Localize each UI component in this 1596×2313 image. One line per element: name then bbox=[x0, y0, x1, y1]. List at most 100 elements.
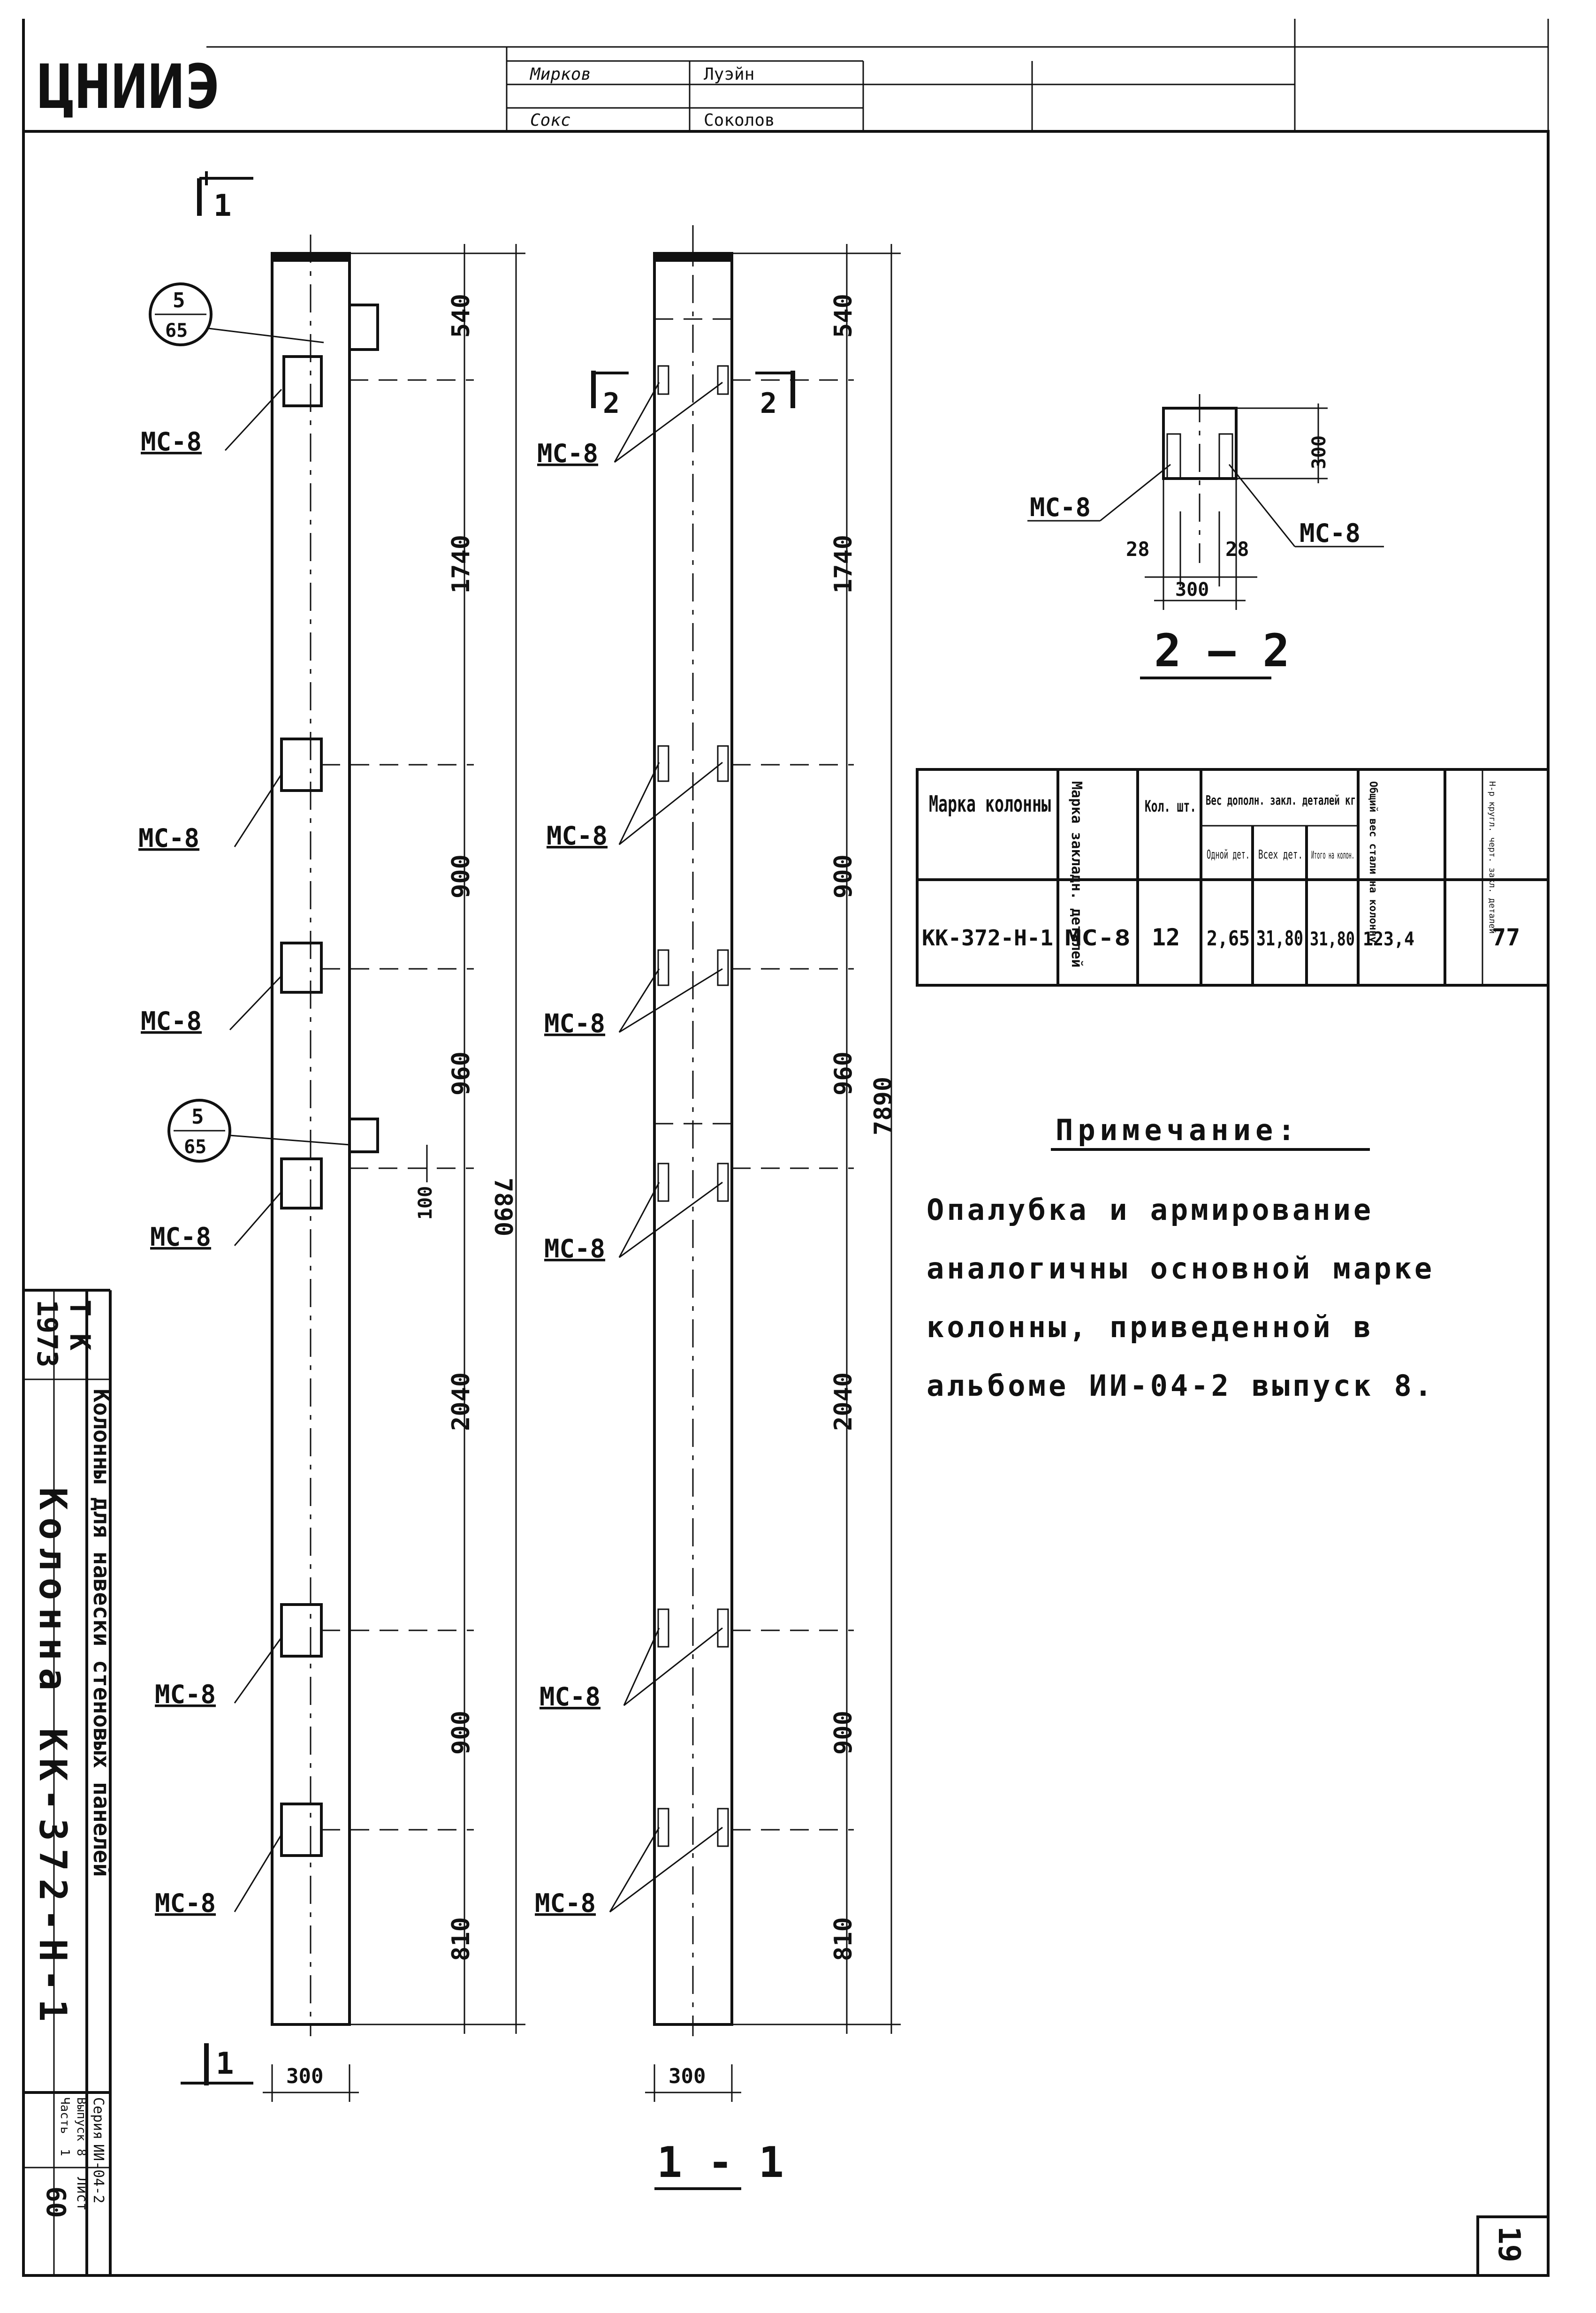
drawing-title: Колонна КК-372-Н-1 bbox=[31, 1487, 75, 2029]
sec-dim-540: 540 bbox=[829, 294, 858, 338]
left-offset-dim: 100 bbox=[415, 1186, 436, 1220]
sec-label-ms8-1: МС-8 bbox=[537, 439, 598, 468]
part-value: 1 bbox=[58, 2149, 72, 2156]
sec-label-ms8-3: МС-8 bbox=[544, 1009, 605, 1038]
left-label-ms8-3: МС-8 bbox=[141, 1006, 202, 1036]
callout-mid-num: 5 bbox=[191, 1105, 204, 1129]
left-dim-900: 900 bbox=[447, 854, 475, 898]
table-h-group: Вес дополн. закл. деталей кг bbox=[1206, 792, 1356, 808]
sec-label-ms8-5: МС-8 bbox=[540, 1682, 600, 1712]
left-label-ms8-4: МС-8 bbox=[150, 1222, 211, 1252]
name-2: Соколов bbox=[704, 111, 775, 130]
table-cell-qty: 12 bbox=[1152, 924, 1180, 951]
sec-label-ms8-4: МС-8 bbox=[544, 1234, 605, 1263]
left-dim-810: 810 bbox=[447, 1917, 475, 1961]
callout-top-den: 65 bbox=[165, 320, 188, 342]
table-h-col4: Одной дет. bbox=[1207, 848, 1250, 862]
callout-top-num: 5 bbox=[173, 289, 185, 312]
s22-left-gap: 28 bbox=[1126, 538, 1150, 561]
table-h-col6: Итого на колон. bbox=[1311, 850, 1354, 861]
left-dim-900b: 900 bbox=[447, 1711, 475, 1755]
sheet-value: 60 bbox=[40, 2186, 71, 2218]
title-strip bbox=[23, 1289, 112, 2275]
left-dim-1740: 1740 bbox=[447, 535, 475, 593]
callout-mid-den: 65 bbox=[184, 1136, 206, 1158]
note-line-4: альбоме ИИ-04-2 выпуск 8. bbox=[927, 1369, 1435, 1403]
s22-label-left: МС-8 bbox=[1030, 493, 1091, 522]
year-label: 1973 bbox=[30, 1300, 63, 1368]
s22-right-gap: 28 bbox=[1225, 538, 1249, 561]
left-total-dim: 7890 bbox=[489, 1178, 517, 1236]
sec-label-ms8-2: МС-8 bbox=[547, 821, 608, 851]
callout-top bbox=[149, 282, 213, 346]
section-mark-bottom bbox=[181, 2043, 253, 2085]
note-line-2: аналогичны основной марке bbox=[927, 1251, 1435, 1286]
section-1-1-column bbox=[591, 225, 901, 2102]
left-dim-540: 540 bbox=[447, 294, 475, 338]
signature-1: Мирков bbox=[529, 65, 591, 84]
table-h-col3: Кол. шт. bbox=[1145, 797, 1196, 816]
s22-width-dim: 300 bbox=[1175, 579, 1209, 601]
table-h-col1: Марка колонны bbox=[929, 791, 1051, 817]
section-2-mark-left: 2 bbox=[603, 387, 620, 420]
org-logo: ЦНИИЭ bbox=[38, 51, 221, 122]
section-2-2-title: 2 — 2 bbox=[1154, 624, 1290, 677]
series-title: Колонны для навески стеновых панелей bbox=[88, 1389, 114, 1877]
section-2-mark-right: 2 bbox=[760, 387, 777, 420]
table-cell-steel: 123,4 bbox=[1363, 928, 1414, 950]
section-2-2-drawing bbox=[1027, 394, 1384, 610]
table-h-col2: Марка закладн. деталей bbox=[1068, 781, 1085, 967]
sec-total-dim: 7890 bbox=[869, 1077, 897, 1135]
part-label: Часть bbox=[58, 2097, 72, 2134]
table-h-col7: Общий вес стали на колонну bbox=[1367, 781, 1379, 943]
note-heading: Примечание: bbox=[1056, 1113, 1300, 1147]
sec-dim-900b: 900 bbox=[829, 1711, 858, 1755]
table-cell-total: 31,80 bbox=[1310, 928, 1355, 950]
sec-dim-2040: 2040 bbox=[829, 1372, 858, 1431]
table-h-col5: Всех дет. bbox=[1258, 848, 1303, 862]
series-value: ИИ-04-2 bbox=[90, 2144, 106, 2203]
page-number-box bbox=[1476, 2215, 1550, 2277]
table-h-col8: Н-р кругл. черт. закл. деталей bbox=[1487, 781, 1497, 934]
tk-label: Т К bbox=[63, 1300, 96, 1350]
sec-label-ms8-6: МС-8 bbox=[535, 1888, 596, 1918]
table-cell-all: 31,80 bbox=[1256, 927, 1303, 951]
left-width-dim: 300 bbox=[286, 2064, 323, 2088]
sec-dim-1740: 1740 bbox=[829, 535, 858, 593]
table-cell-one: 2,65 bbox=[1207, 927, 1250, 951]
s22-label-right: МС-8 bbox=[1300, 518, 1360, 548]
signature-2: Сокс bbox=[530, 111, 571, 130]
left-label-ms8-2: МС-8 bbox=[138, 823, 199, 853]
section-mark-top-label: 1 bbox=[213, 189, 232, 223]
left-dim-2040: 2040 bbox=[447, 1372, 475, 1431]
section-mark-bottom-label: 1 bbox=[216, 2047, 234, 2081]
left-label-ms8-6: МС-8 bbox=[155, 1888, 216, 1918]
sheet-frame bbox=[22, 19, 1550, 2277]
left-dim-960: 960 bbox=[447, 1051, 475, 1096]
page-number: 19 bbox=[1491, 2226, 1526, 2262]
sec-dim-900: 900 bbox=[829, 854, 858, 898]
note-line-3: колонны, приведенной в bbox=[927, 1310, 1374, 1344]
section-1-1-title: 1 - 1 bbox=[657, 2138, 784, 2187]
left-view-column bbox=[208, 235, 525, 2102]
table-cell-drawing: 77 bbox=[1492, 924, 1520, 951]
s22-height-dim: 300 bbox=[1308, 435, 1330, 469]
sec-dim-810: 810 bbox=[829, 1917, 858, 1961]
left-label-ms8-1: МС-8 bbox=[141, 427, 202, 457]
left-label-ms8-5: МС-8 bbox=[155, 1680, 216, 1709]
section-mark-top bbox=[197, 171, 253, 216]
table-cell-mark: КК-372-Н-1 bbox=[922, 925, 1053, 951]
sec-width-dim: 300 bbox=[669, 2064, 706, 2088]
sheet-label: Лист bbox=[74, 2177, 90, 2211]
sec-dim-960: 960 bbox=[829, 1051, 858, 1096]
note-line-1: Опалубка и армирование bbox=[927, 1193, 1374, 1227]
spec-table-grid bbox=[916, 768, 1550, 987]
series-label: Серия bbox=[90, 2097, 106, 2139]
issue-label: Выпуск bbox=[74, 2097, 88, 2141]
issue-value: 8 bbox=[74, 2149, 88, 2156]
callout-mid bbox=[167, 1099, 231, 1163]
name-1: Луэйн bbox=[704, 65, 754, 84]
table-cell-part: МС-8 bbox=[1065, 925, 1131, 951]
